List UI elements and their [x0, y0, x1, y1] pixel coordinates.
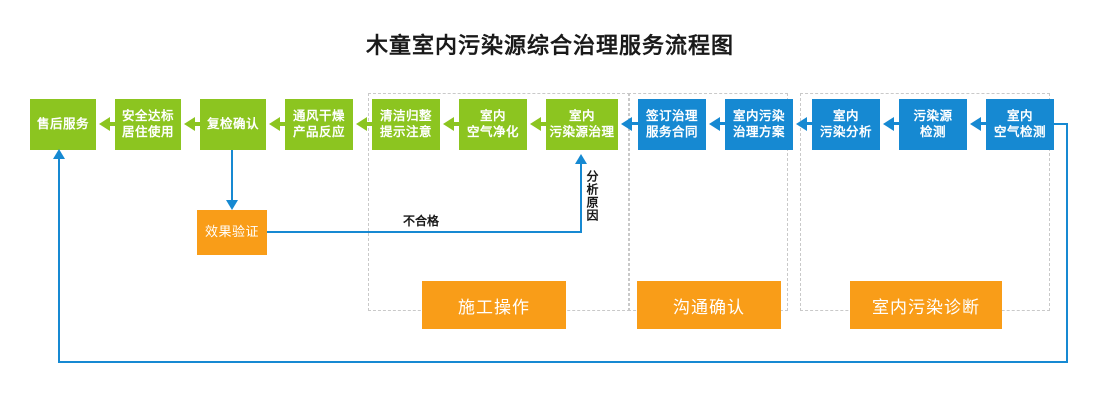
section-label-construction-operation[interactable]: 施工操作: [422, 281, 566, 329]
section-label-text: 室内污染诊断: [872, 297, 980, 317]
node-recheck-confirm[interactable]: 复检确认: [200, 99, 266, 150]
connector-effect-verification-unqualified-horizontal: [267, 231, 582, 233]
arrow-contract-to-pollution-treatment: [621, 117, 632, 131]
connector-feedback-left-vertical: [58, 158, 60, 363]
node-label: 清洁归整 提示注意: [379, 108, 432, 139]
section-label-indoor-pollution-diagnosis[interactable]: 室内污染诊断: [850, 281, 1002, 329]
node-label: 室内 污染源治理: [549, 108, 615, 139]
node-indoor-air-detection[interactable]: 室内 空气检测: [986, 99, 1054, 150]
node-ventilate-dry-product-reaction[interactable]: 通风干燥 产品反应: [285, 99, 353, 150]
connector-recheck-to-safe-living: [193, 122, 202, 126]
node-clean-tidy-notice[interactable]: 清洁归整 提示注意: [372, 99, 440, 150]
arrow-safe-living-to-after-sales: [99, 117, 110, 131]
section-label-text: 施工操作: [458, 297, 530, 317]
edge-label-analyze-cause: 分析原因: [585, 170, 599, 222]
connector-ventilate-to-recheck: [278, 122, 287, 126]
node-indoor-pollution-source-treatment[interactable]: 室内 污染源治理: [546, 99, 618, 150]
connector-recheck-to-effect-verification: [231, 150, 233, 201]
node-indoor-pollution-analysis[interactable]: 室内 污染分析: [812, 99, 880, 150]
connector-unqualified-vertical-up: [580, 163, 582, 233]
connector-feedback-bottom-horizontal: [58, 361, 1068, 363]
connector-pollution-treatment-to-air-purification: [539, 122, 548, 126]
node-effect-verification[interactable]: 效果验证: [197, 210, 267, 255]
arrow-unqualified-to-pollution-treatment: [575, 154, 587, 164]
connector-contract-to-pollution-treatment: [630, 122, 640, 125]
arrow-air-detection-to-source-detection: [970, 117, 981, 131]
connector-air-detection-to-source-detection: [979, 122, 988, 125]
arrow-plan-to-contract: [709, 117, 720, 131]
connector-air-purification-to-clean-tidy: [452, 122, 461, 126]
connector-analysis-to-plan: [805, 122, 814, 125]
arrow-air-purification-to-clean-tidy: [443, 117, 454, 131]
arrow-pollution-treatment-to-air-purification: [530, 117, 541, 131]
connector-feedback-into-air-detection: [1054, 123, 1068, 125]
node-label: 通风干燥 产品反应: [292, 108, 345, 139]
connector-plan-to-contract: [718, 122, 727, 125]
arrow-recheck-to-safe-living: [184, 117, 195, 131]
edge-label-unqualified: 不合格: [403, 214, 440, 228]
section-label-text: 沟通确认: [673, 297, 745, 317]
node-indoor-air-purification[interactable]: 室内 空气净化: [459, 99, 527, 150]
node-after-sales-service[interactable]: 售后服务: [30, 99, 96, 150]
node-pollution-source-detection[interactable]: 污染源 检测: [899, 99, 967, 150]
node-label: 室内 空气检测: [993, 108, 1046, 139]
arrow-clean-tidy-to-ventilate: [356, 117, 367, 131]
arrow-ventilate-to-recheck: [269, 117, 280, 131]
arrow-recheck-to-effect-verification: [226, 200, 238, 210]
connector-clean-tidy-to-ventilate: [365, 122, 374, 126]
node-label: 签订治理 服务合同: [645, 108, 698, 139]
node-label: 室内 空气净化: [466, 108, 519, 139]
node-label: 售后服务: [36, 116, 89, 131]
arrow-analysis-to-plan: [796, 117, 807, 131]
arrow-feedback-to-after-sales-service: [53, 149, 65, 159]
page-title: 木童室内污染源综合治理服务流程图: [365, 33, 734, 58]
connector-source-detection-to-analysis: [892, 122, 901, 125]
node-label: 污染源 检测: [913, 108, 953, 139]
node-safe-standard-living-use[interactable]: 安全达标 居住使用: [115, 99, 181, 150]
node-label: 室内 污染分析: [819, 108, 872, 139]
connector-safe-living-to-after-sales: [108, 122, 117, 126]
node-indoor-pollution-treatment-plan[interactable]: 室内污染 治理方案: [725, 99, 793, 150]
node-sign-treatment-service-contract[interactable]: 签订治理 服务合同: [638, 99, 706, 150]
node-label: 效果验证: [204, 224, 259, 240]
node-label: 安全达标 居住使用: [121, 108, 174, 139]
section-label-communication-confirmation[interactable]: 沟通确认: [637, 281, 781, 329]
node-label: 室内污染 治理方案: [732, 108, 785, 139]
node-label: 复检确认: [206, 116, 259, 131]
connector-feedback-right-vertical: [1066, 123, 1068, 363]
arrow-source-detection-to-analysis: [883, 117, 894, 131]
